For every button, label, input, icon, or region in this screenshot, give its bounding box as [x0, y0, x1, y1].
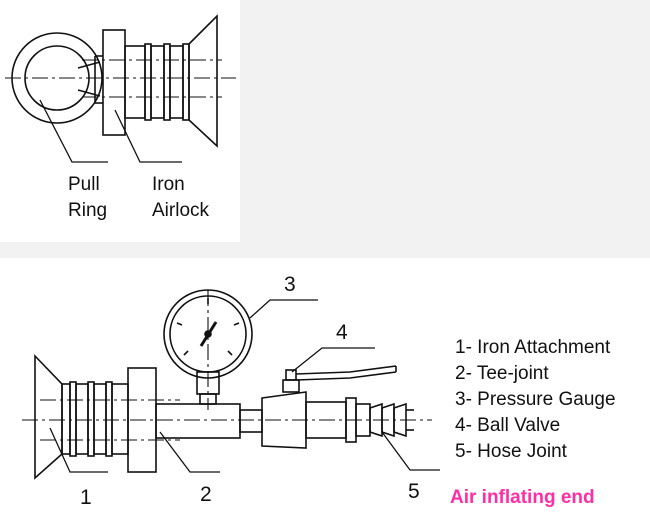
iron-attachment-shape: [34, 354, 157, 480]
legend-item-ball-valve: 4- Ball Valve: [455, 415, 561, 436]
iron-airlock-label-line2: Airlock: [152, 200, 210, 221]
callout-1: 1: [80, 486, 92, 509]
legend-item-hose-joint: 5- Hose Joint: [455, 441, 567, 462]
pull-ring-label-line1: Pull: [68, 174, 100, 195]
pull-ring-label-line2: Ring: [68, 200, 108, 221]
callout-4: 4: [336, 321, 348, 344]
legend-item-iron-attachment: 1- Iron Attachment: [455, 337, 611, 358]
legend-item-tee-joint: 2- Tee-joint: [455, 363, 549, 384]
legend-item-pressure-gauge: 3- Pressure Gauge: [455, 389, 616, 410]
callout-2: 2: [200, 483, 212, 506]
iron-airlock-label-line1: Iron: [152, 174, 185, 195]
bottom-leader-lines: [49, 299, 440, 473]
hose-joint-shape: [355, 402, 414, 438]
bottom-diagram-panel: [0, 258, 650, 528]
top-centerline: [5, 59, 236, 98]
air-inflating-end-caption: Air inflating end: [450, 487, 595, 508]
tee-joint-shape: [155, 371, 241, 439]
bottom-centerline: [22, 290, 432, 441]
callout-5: 5: [408, 480, 420, 503]
iron-airlock-shape: [94, 14, 218, 148]
top-leader-lines: [39, 99, 182, 163]
callout-3: 3: [284, 273, 296, 296]
